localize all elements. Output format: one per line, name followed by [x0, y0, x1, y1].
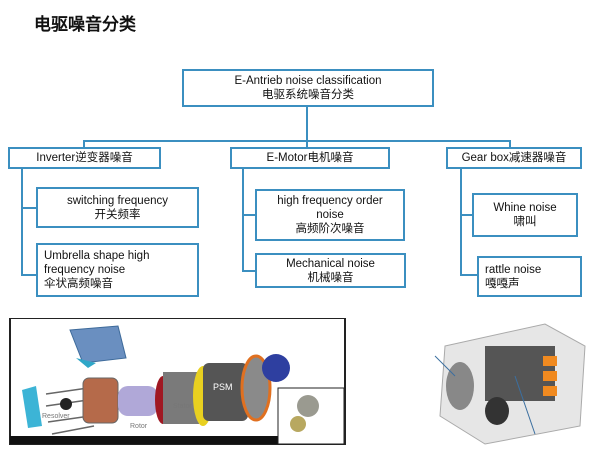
- leaf-label-zh: 啸叫: [513, 216, 537, 228]
- leaf-whine-noise: Whine noise 啸叫: [472, 193, 578, 237]
- stator-label: Stator: [173, 403, 192, 410]
- leaf-rattle-noise: rattle noise 嘎嘎声: [477, 256, 582, 297]
- connector: [21, 274, 37, 276]
- connector: [460, 274, 479, 276]
- leaf-label-en: Mechanical noise: [286, 257, 375, 270]
- slide-title: 电驱噪音分类: [34, 15, 136, 34]
- connector: [460, 168, 462, 276]
- leaf-label-en: rattle noise: [485, 263, 542, 276]
- leaf-high-frequency-order: high frequency order noise 高频阶次噪音: [255, 189, 405, 241]
- psm-label: PSM: [213, 382, 233, 392]
- connector: [21, 168, 23, 276]
- resolver-label: Resolver: [42, 413, 70, 420]
- root-node: E-Antrieb noise classification 电驱系统噪音分类: [182, 69, 434, 107]
- root-label-en: E-Antrieb noise classification: [234, 75, 382, 87]
- exploded-drivetrain-image: PSM Resolver Rotor Stator: [9, 318, 346, 445]
- category-label: Gear box减速器噪音: [461, 152, 567, 164]
- connector: [242, 214, 256, 216]
- category-inverter: Inverter逆变器噪音: [8, 147, 161, 169]
- leaf-label-zh: 嘎嘎声: [485, 277, 520, 290]
- leaf-mechanical-noise: Mechanical noise 机械噪音: [255, 253, 406, 288]
- leaf-switching-frequency: switching frequency 开关频率: [36, 187, 199, 228]
- connector: [242, 270, 256, 272]
- category-label: Inverter逆变器噪音: [36, 152, 133, 164]
- leaf-label-en: high frequency order noise: [277, 195, 383, 221]
- connector: [306, 140, 308, 149]
- root-label-zh: 电驱系统噪音分类: [262, 89, 354, 101]
- connector: [509, 140, 511, 149]
- connector: [21, 207, 37, 209]
- leaf-label-en: switching frequency: [67, 194, 168, 207]
- connector: [306, 106, 308, 142]
- connector: [83, 140, 85, 149]
- category-emotor: E-Motor电机噪音: [230, 147, 390, 169]
- connector: [83, 140, 511, 142]
- cutaway-drivetrain-image: [434, 323, 586, 445]
- leaf-label-zh: 伞状高频噪音: [44, 278, 113, 290]
- category-label: E-Motor电机噪音: [266, 152, 354, 164]
- leaf-label-zh: 高频阶次噪音: [295, 223, 365, 235]
- rotor-label: Rotor: [130, 423, 148, 430]
- connector: [242, 168, 244, 272]
- connector: [460, 214, 474, 216]
- leaf-label-zh: 机械噪音: [307, 271, 354, 284]
- category-gearbox: Gear box减速器噪音: [446, 147, 582, 169]
- leaf-label-en: Whine noise: [493, 202, 557, 214]
- leaf-label-zh: 开关频率: [94, 208, 141, 221]
- leaf-umbrella-noise: Umbrella shape high frequency noise 伞状高频…: [36, 243, 199, 297]
- leaf-label-en: Umbrella shape high frequency noise: [44, 250, 150, 276]
